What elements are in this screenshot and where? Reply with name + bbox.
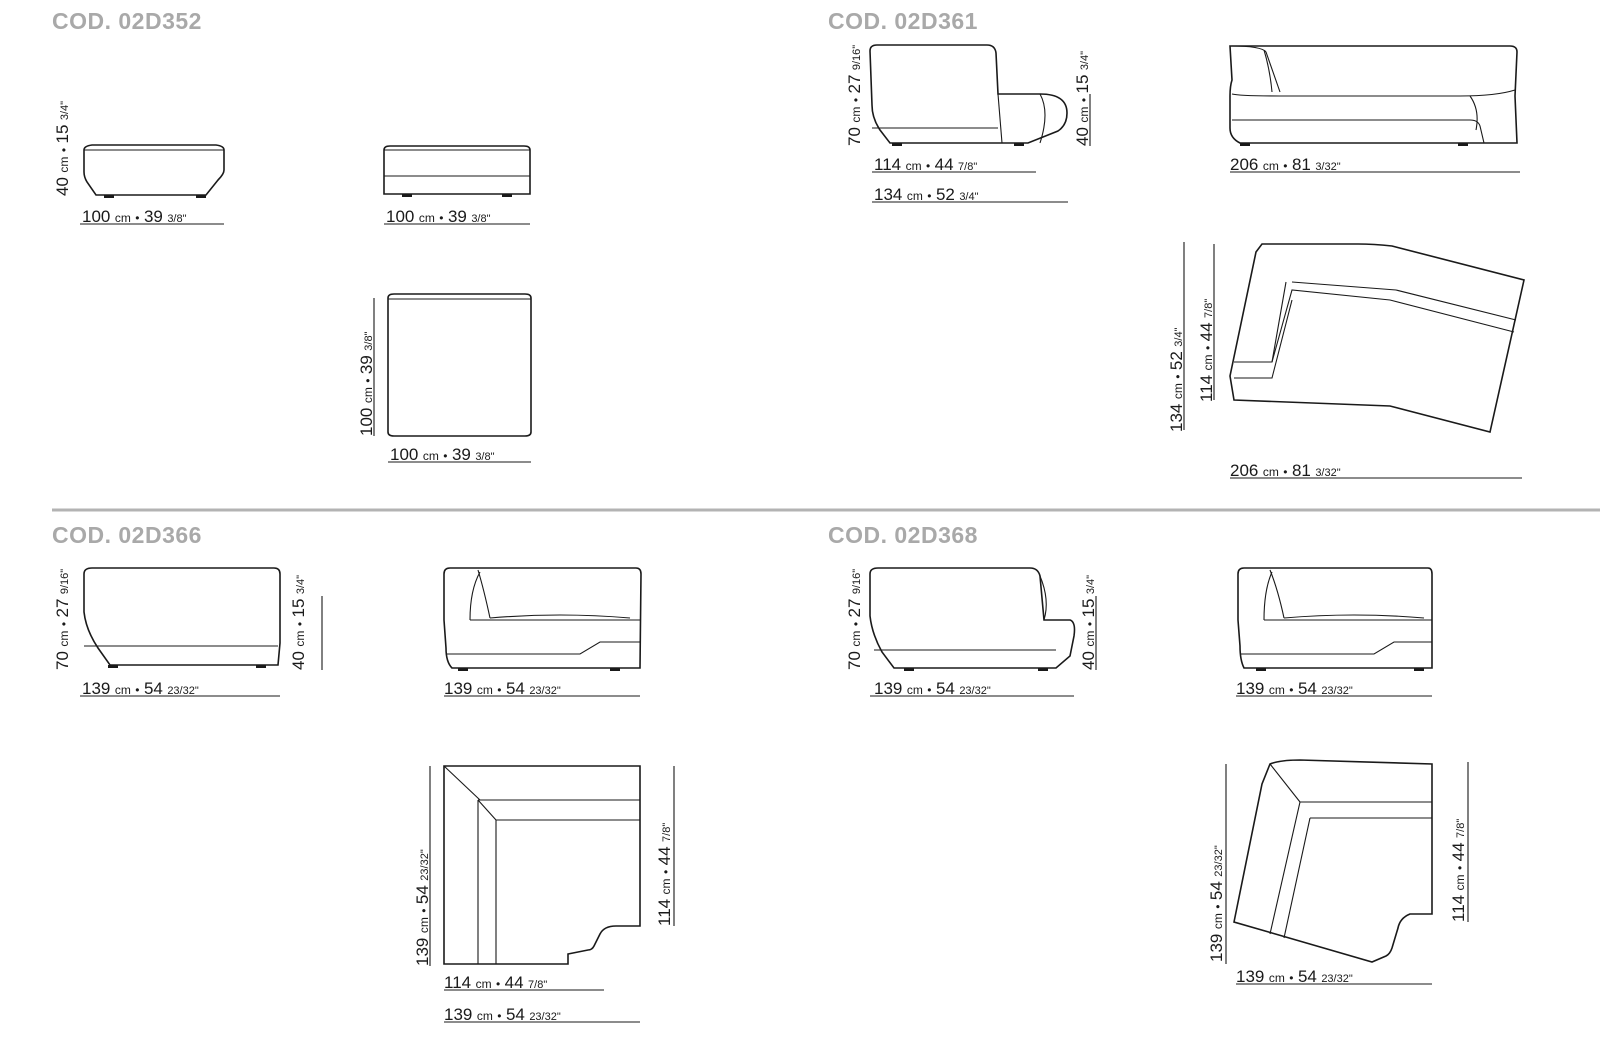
dim-label-width-139: 139 cm • 54 23/32" [1236, 967, 1353, 986]
dim-label-width-139: 139 cm • 54 23/32" [444, 1005, 561, 1024]
module-02d368-front-view [1237, 567, 1433, 671]
module-02d368-top-view [1233, 759, 1433, 963]
dim-label-width-139: 139 cm • 54 23/32" [874, 679, 991, 698]
module-02d361-top-view [1229, 243, 1525, 433]
section-code-02d361: COD. 02D361 [828, 8, 978, 34]
dim-label-width-100: 100 cm • 39 3/8" [82, 207, 187, 226]
dim-label-width-114: 114 cm • 44 7/8" [874, 155, 977, 174]
pouf-front-view-rounded [83, 144, 225, 198]
dim-label-depth-139: 139 cm • 54 23/32" [1207, 845, 1226, 962]
pouf-top-view [387, 293, 532, 437]
module-02d361-side-view [869, 44, 1068, 146]
section-code-02d352: COD. 02D352 [52, 8, 202, 34]
dim-label-width-139: 139 cm • 54 23/32" [82, 679, 199, 698]
section-code-02d366: COD. 02D366 [52, 522, 202, 548]
dim-label-height-70: 70 cm • 27 9/16" [845, 45, 864, 146]
dim-label-depth-134: 134 cm • 52 3/4" [1167, 327, 1186, 432]
section-code-02d368: COD. 02D368 [828, 522, 978, 548]
dim-label-height-70: 70 cm • 27 9/16" [845, 569, 864, 670]
module-02d366-front-view [443, 567, 642, 671]
dim-label-width-139: 139 cm • 54 23/32" [1236, 679, 1353, 698]
dim-label-height-70: 70 cm • 27 9/16" [53, 569, 72, 670]
dim-label-width-206: 206 cm • 81 3/32" [1230, 461, 1341, 480]
dim-label-depth-114: 114 cm • 44 7/8" [1449, 819, 1468, 922]
dim-label-width-114: 114 cm • 44 7/8" [444, 973, 547, 992]
dim-label-width-134: 134 cm • 52 3/4" [874, 185, 979, 204]
dimension-lines [80, 94, 1522, 1023]
pouf-front-view-square [383, 145, 531, 197]
dim-label-height-40: 40 cm • 15 3/4" [1073, 51, 1092, 146]
dim-label-depth-114: 114 cm • 44 7/8" [1197, 299, 1216, 402]
module-02d366-top-view [443, 765, 641, 965]
dim-label-width-100: 100 cm • 39 3/8" [386, 207, 491, 226]
dimension-labels: 40 cm • 15 3/4" 100 cm • 39 3/8" 100 cm … [53, 45, 1468, 1024]
dim-label-width-139: 139 cm • 54 23/32" [444, 679, 561, 698]
dim-label-height-40: 40 cm • 15 3/4" [289, 575, 308, 670]
dim-label-depth-139: 139 cm • 54 23/32" [413, 849, 432, 966]
dim-label-height-40: 40 cm • 15 3/4" [53, 101, 72, 196]
dim-label-depth-100: 100 cm • 39 3/8" [357, 331, 376, 436]
module-02d361-front-view [1229, 45, 1518, 146]
dim-label-width-206: 206 cm • 81 3/32" [1230, 155, 1341, 174]
dim-label-depth-114: 114 cm • 44 7/8" [655, 823, 674, 926]
module-02d368-side-view [869, 567, 1076, 671]
dim-label-width-100: 100 cm • 39 3/8" [390, 445, 495, 464]
dim-label-height-40: 40 cm • 15 3/4" [1079, 575, 1098, 670]
module-02d366-side-view [83, 567, 281, 668]
